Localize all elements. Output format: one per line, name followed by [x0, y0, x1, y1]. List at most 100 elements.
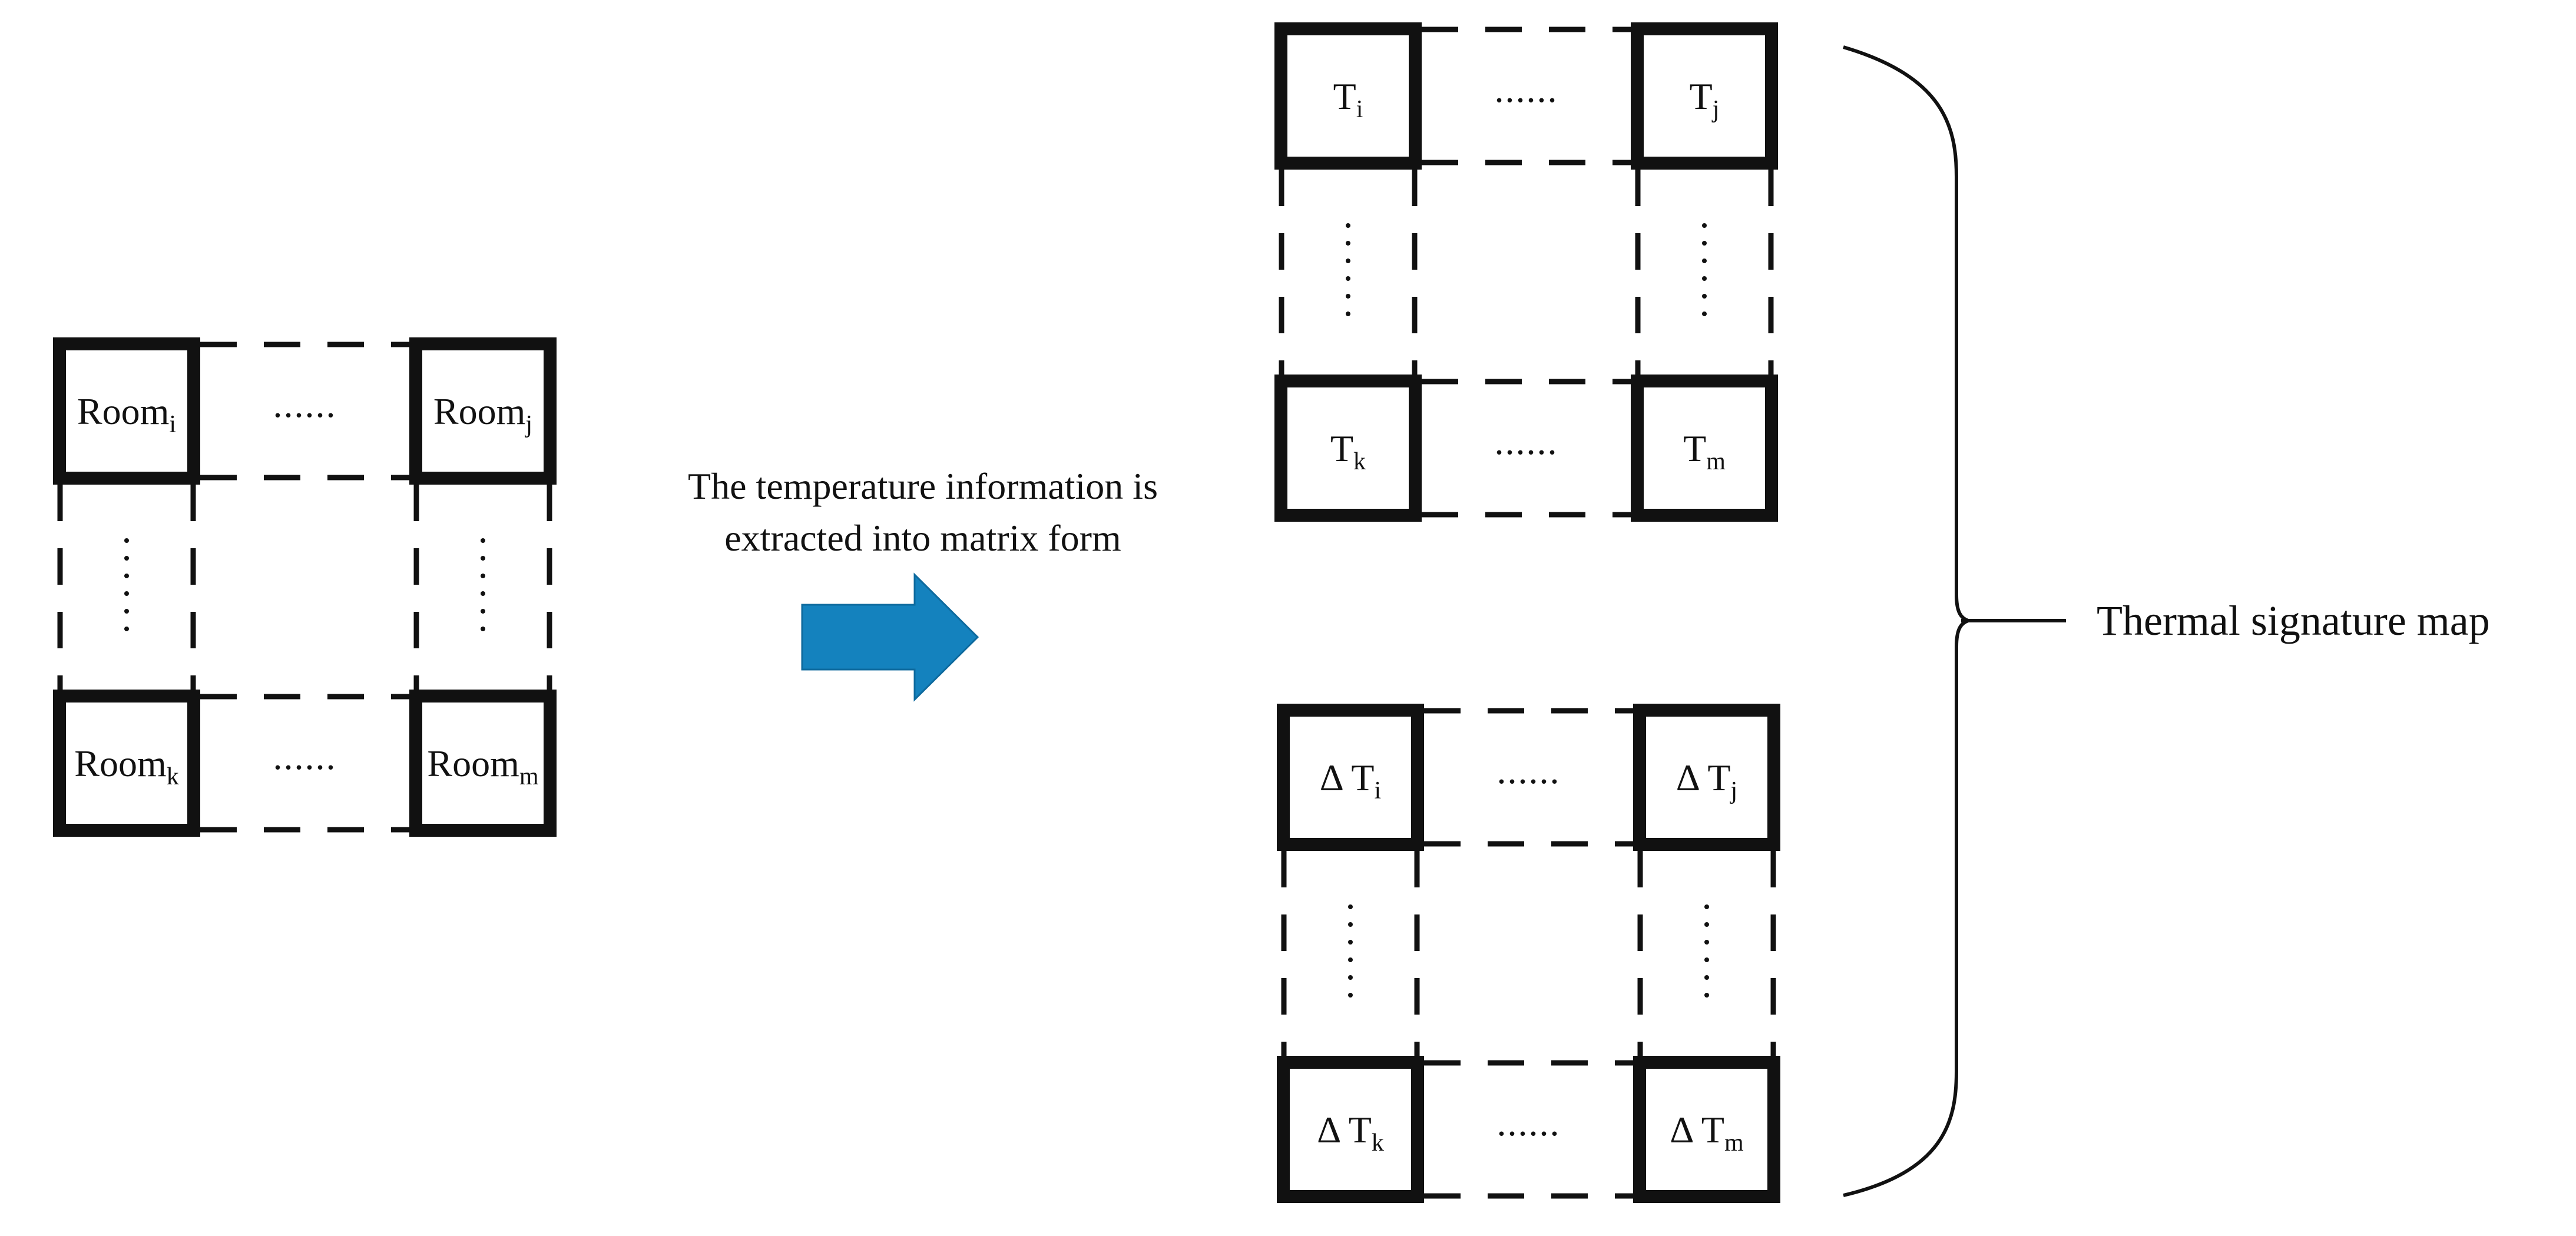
caption-line-1: The temperature information is — [688, 465, 1158, 507]
horizontal-ellipsis: ...... — [273, 383, 337, 425]
matrix-cell: Δ Tk — [1277, 1056, 1424, 1203]
matrix-cell: Ti — [1274, 22, 1422, 170]
matrix-cell: Tk — [1274, 375, 1422, 522]
vertical-ellipsis-dot — [1704, 904, 1709, 909]
cell-box — [1633, 704, 1780, 851]
cell-label: Δ Tj — [1676, 757, 1737, 804]
vertical-ellipsis-dot — [1702, 223, 1707, 228]
cell-label: Δ Tm — [1670, 1109, 1744, 1157]
vertical-ellipsis-dot — [124, 627, 129, 631]
matrix-cell: Roomi — [53, 337, 200, 485]
cell-label-base: Δ T — [1317, 1109, 1372, 1151]
cell-label-subscript: j — [524, 411, 532, 438]
cell-label: Roomk — [74, 743, 178, 790]
cell-label-base: T — [1690, 75, 1713, 117]
vertical-ellipsis-dot — [481, 574, 485, 578]
cell-label-subscript: m — [1706, 448, 1726, 475]
cell-label-base: Room — [77, 390, 169, 432]
cell-label: Tk — [1330, 428, 1366, 475]
cell-label: Roomj — [433, 390, 532, 438]
vertical-ellipsis-dot — [1346, 294, 1350, 299]
cell-label-base: Room — [74, 743, 166, 784]
cell-label-base: Room — [427, 743, 519, 784]
vertical-ellipsis-dot — [481, 556, 485, 561]
cell-label: Tm — [1683, 428, 1726, 475]
cell-label-subscript: k — [1372, 1129, 1384, 1157]
vertical-ellipsis-dot — [124, 609, 129, 614]
vertical-ellipsis-dot — [1348, 940, 1353, 945]
vertical-ellipsis-dot — [124, 556, 129, 561]
vertical-ellipsis-dot — [1702, 259, 1707, 263]
vertical-ellipsis-dot — [1704, 940, 1709, 945]
vertical-ellipsis-dot — [1348, 904, 1353, 909]
vertical-ellipsis-dot — [1346, 241, 1350, 246]
vertical-ellipsis-dot — [1702, 241, 1707, 246]
vertical-ellipsis-dot — [1702, 276, 1707, 281]
cell-label: Tj — [1690, 75, 1720, 123]
cell-label-subscript: m — [1724, 1129, 1744, 1157]
vertical-ellipsis-dot — [124, 538, 129, 543]
cell-box — [53, 337, 200, 485]
vertical-ellipsis-dot — [1702, 294, 1707, 299]
horizontal-ellipsis: ...... — [1495, 68, 1558, 110]
matrix-cell: Δ Tm — [1633, 1056, 1780, 1203]
matrix-cell: Δ Ti — [1277, 704, 1424, 851]
matrix-cell: Tm — [1631, 375, 1778, 522]
vertical-ellipsis-dot — [1346, 223, 1350, 228]
vertical-ellipsis-dot — [1346, 312, 1350, 316]
cell-box — [1274, 375, 1422, 522]
right-arrow-icon — [801, 572, 979, 702]
cell-label-subscript: j — [1730, 777, 1738, 804]
vertical-ellipsis-dot — [1348, 975, 1353, 980]
vertical-ellipsis-dot — [1348, 922, 1353, 927]
cell-label: Roomm — [427, 743, 538, 790]
cell-label-subscript: j — [1711, 96, 1720, 123]
vertical-ellipsis-dot — [124, 574, 129, 578]
vertical-ellipsis-dot — [481, 538, 485, 543]
vertical-ellipsis-dot — [1348, 993, 1353, 998]
cell-label-base: Δ T — [1320, 757, 1375, 798]
cell-label-base: T — [1683, 428, 1706, 469]
vertical-ellipsis-dot — [1346, 276, 1350, 281]
horizontal-ellipsis: ...... — [1495, 420, 1558, 462]
cell-label: Δ Ti — [1320, 757, 1381, 804]
cell-label-subscript: k — [1353, 448, 1366, 475]
vertical-ellipsis-dot — [481, 609, 485, 614]
vertical-ellipsis-dot — [1704, 922, 1709, 927]
matrix-cell: Roomj — [409, 337, 557, 485]
cell-label-subscript: i — [1356, 96, 1363, 123]
cell-box — [1277, 1056, 1424, 1203]
cell-label: Ti — [1333, 75, 1363, 123]
cell-label-base: T — [1330, 428, 1353, 469]
vertical-ellipsis-dot — [1704, 993, 1709, 998]
matrix-cell: Roomk — [53, 690, 200, 837]
cell-label-subscript: i — [169, 411, 176, 438]
cell-label: Roomi — [77, 390, 176, 438]
vertical-ellipsis-dot — [1704, 957, 1709, 962]
cell-label-subscript: m — [519, 763, 539, 790]
vertical-ellipsis-dot — [124, 591, 129, 596]
matrix-cell: Roomm — [409, 690, 557, 837]
vertical-ellipsis-dot — [1346, 259, 1350, 263]
cell-box — [1633, 1056, 1780, 1203]
brace-label: Thermal signature map — [2097, 597, 2490, 644]
cell-box — [1631, 375, 1778, 522]
vertical-ellipsis-dot — [1704, 975, 1709, 980]
matrix-cell: Tj — [1631, 22, 1778, 170]
vertical-ellipsis-dot — [1702, 312, 1707, 316]
cell-label-base: T — [1333, 75, 1356, 117]
cell-label-base: Δ T — [1676, 757, 1731, 798]
horizontal-ellipsis: ...... — [1497, 750, 1561, 791]
cell-box — [1277, 704, 1424, 851]
horizontal-ellipsis: ...... — [1497, 1102, 1561, 1144]
horizontal-ellipsis: ...... — [273, 735, 337, 777]
cell-box — [409, 337, 557, 485]
vertical-ellipsis-dot — [481, 627, 485, 631]
cell-label-subscript: i — [1375, 777, 1382, 804]
vertical-ellipsis-dot — [1348, 957, 1353, 962]
matrix-cell: Δ Tj — [1633, 704, 1780, 851]
